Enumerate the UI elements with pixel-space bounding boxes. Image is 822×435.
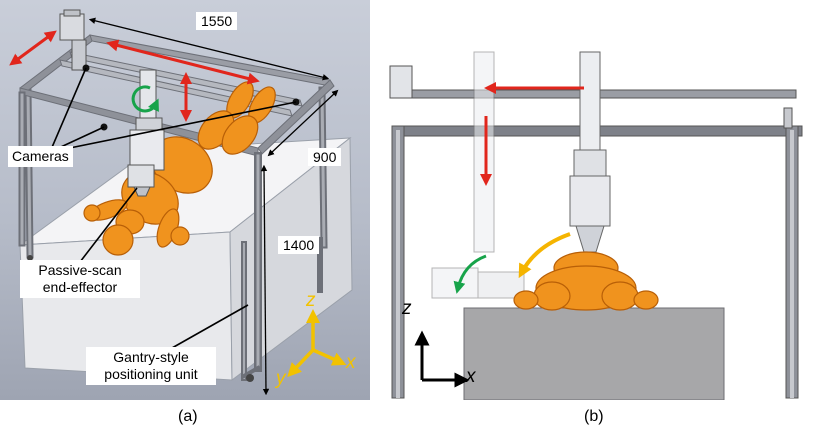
gantry-label: Gantry-style positioning unit [86,347,216,385]
dimension-width-label: 900 [308,148,342,166]
caster-wheel [246,374,254,382]
panel-a-drawing [9,9,353,396]
axis-x-label: x [346,352,356,373]
panel-b-drawing [389,51,803,400]
end-effector-label: Passive-scan end-effector [20,260,140,298]
top-carriage [59,9,87,71]
panel-b-side-view: z x [374,0,822,400]
coordinate-triad [287,309,347,378]
axis-x-label-side: x [466,366,476,387]
motion-arrows-side [453,82,584,294]
motion-arrows [9,30,260,122]
caption-a: (a) [178,408,198,425]
dimension-height-label: 1400 [278,236,320,254]
panel-a-isometric-view: 1550 900 1400 Cameras Passive-scan end-e… [0,0,370,400]
dimension-length-label: 1550 [196,12,238,30]
cameras-label: Cameras [8,146,73,167]
ghost-column [431,51,525,299]
coordinate-axes-side [414,330,470,388]
axis-z-label: z [306,290,316,311]
caption-b: (b) [584,408,604,425]
axis-z-label-side: z [402,298,412,319]
phantom-head-on [513,251,659,311]
axis-y-label: y [276,368,286,389]
caster-wheel [27,255,33,261]
end-effector-column [569,51,611,253]
table-block-side [463,307,725,400]
